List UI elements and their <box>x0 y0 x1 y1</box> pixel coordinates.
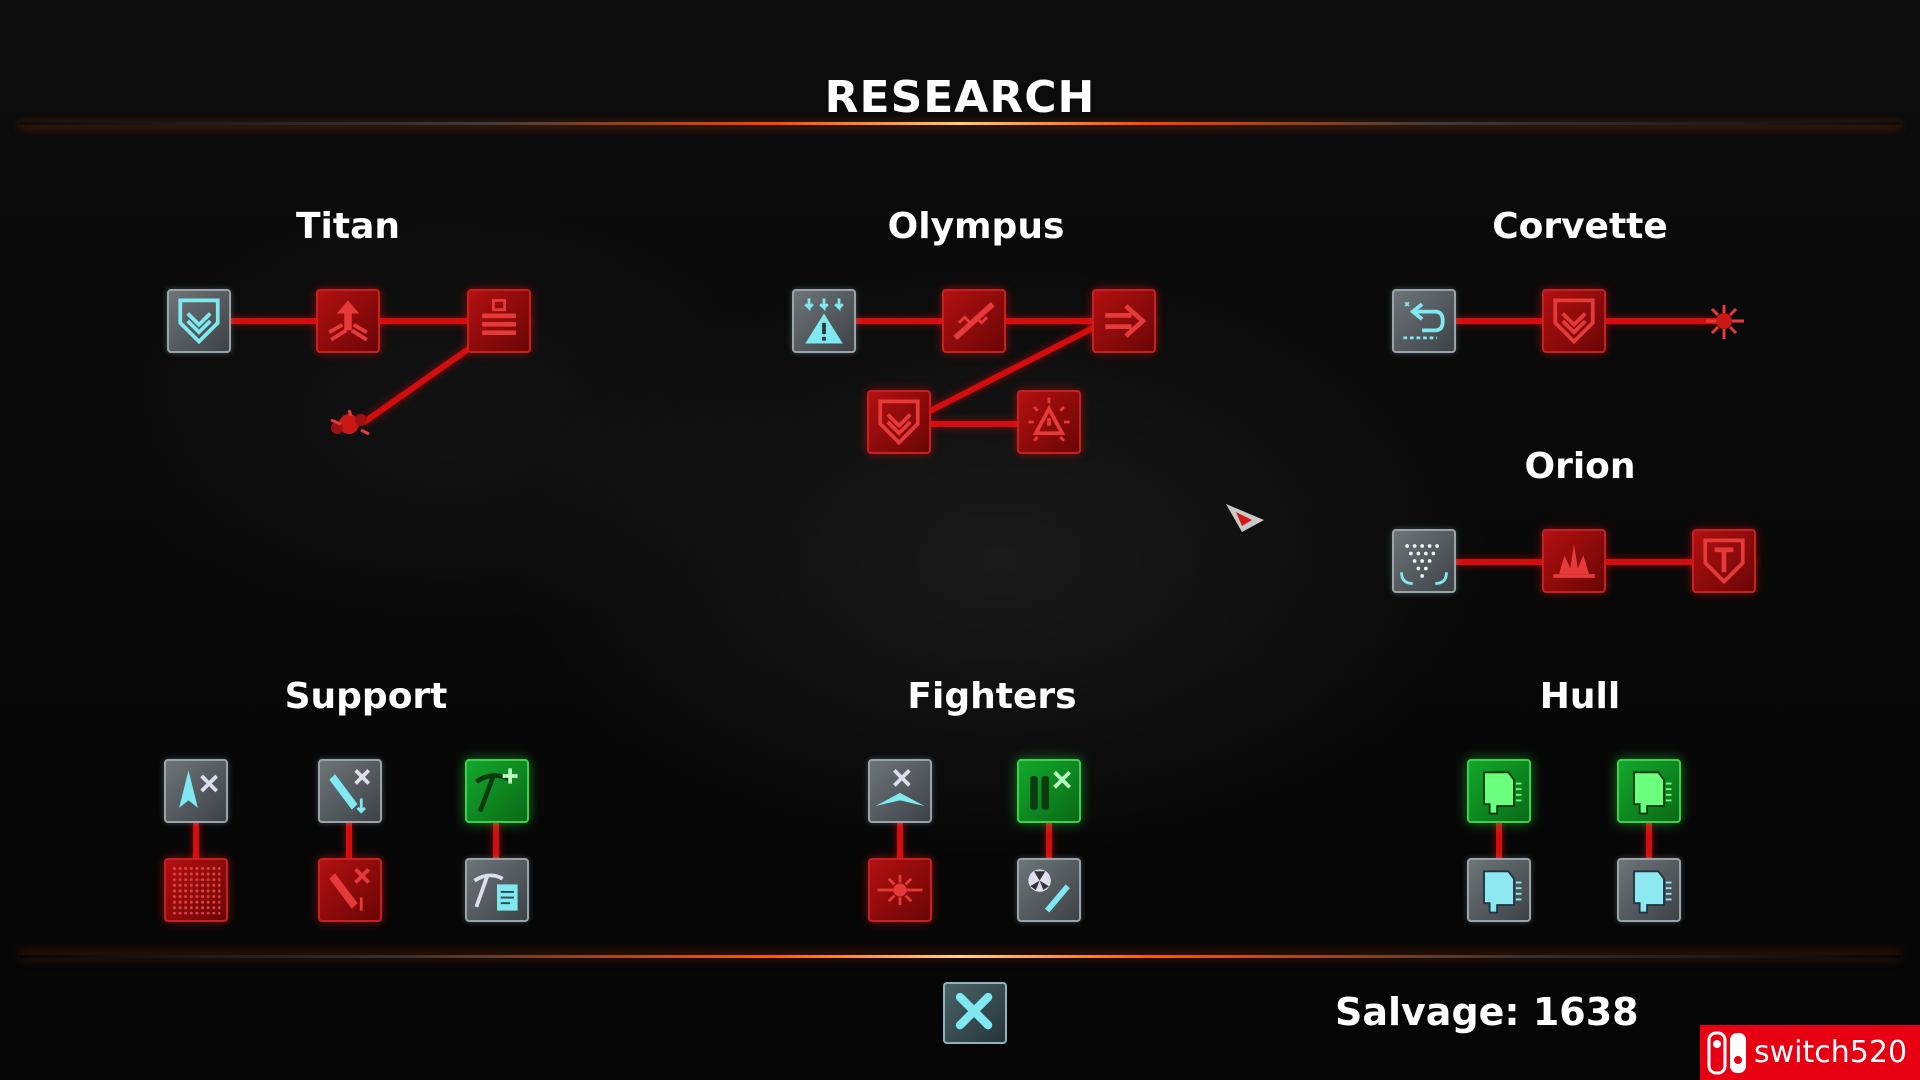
fighters-link-1 <box>897 820 903 860</box>
ship-icon <box>1222 496 1268 536</box>
scatter-shot-icon <box>1400 544 1448 585</box>
missile-swarm-icon <box>328 300 368 342</box>
shield-chevron-icon <box>878 399 920 446</box>
orion-node-1[interactable] <box>1392 529 1456 593</box>
section-title-titan: Titan <box>295 206 401 247</box>
corvette-link-2 <box>1605 318 1725 324</box>
corvette-node-1[interactable] <box>1392 289 1456 353</box>
armor-plating-icon <box>482 298 516 336</box>
titan-node-3[interactable] <box>467 289 531 353</box>
mining-docs-icon <box>473 873 518 911</box>
section-title-support: Support <box>284 676 448 717</box>
bottom-divider <box>20 955 1900 958</box>
missile-burst-icon <box>329 868 371 911</box>
fighters-link-2 <box>1046 820 1052 860</box>
explosion-icon <box>1553 544 1595 578</box>
section-title-hull: Hull <box>1539 676 1621 717</box>
warp-return-icon <box>1403 301 1445 340</box>
support-node-6[interactable] <box>465 858 529 922</box>
fighters-node-2[interactable] <box>1017 759 1081 823</box>
olympus-link-1 <box>855 318 1005 324</box>
page-title: RESEARCH <box>824 72 1096 123</box>
debris-burst-icon <box>330 409 370 436</box>
section-title-fighters: Fighters <box>907 676 1077 717</box>
olympus-node-1[interactable] <box>792 289 856 353</box>
olympus-link-2 <box>1005 318 1155 324</box>
support-node-5[interactable] <box>318 858 382 922</box>
fighters-node-3[interactable] <box>868 858 932 922</box>
titan-node-2[interactable] <box>316 289 380 353</box>
orion-link-1 <box>1455 559 1605 565</box>
olympus-node-4[interactable] <box>867 390 931 454</box>
hull-node-3[interactable] <box>1467 858 1531 922</box>
missile-repair-icon <box>329 769 371 814</box>
watermark-text: switch520 <box>1754 1035 1908 1070</box>
corvette-node-3[interactable] <box>1692 289 1756 353</box>
hull-chip-icon <box>1633 771 1672 815</box>
fighters-node-4[interactable] <box>1017 858 1081 922</box>
debris-burst-icon <box>1706 305 1744 339</box>
bombs-repair-icon <box>1030 770 1071 810</box>
close-button[interactable] <box>943 982 1007 1044</box>
hull-link-2 <box>1646 820 1652 860</box>
hull-chip-icon <box>1483 771 1522 815</box>
titan-link-2 <box>380 318 530 324</box>
section-title-olympus: Olympus <box>887 206 1065 247</box>
corvette-node-2[interactable] <box>1542 289 1606 353</box>
mesh-grid-icon <box>171 865 221 915</box>
hull-node-2[interactable] <box>1617 759 1681 823</box>
support-link-3 <box>493 820 499 860</box>
titan-node-1[interactable] <box>167 289 231 353</box>
shield-chevron-icon <box>178 298 220 345</box>
hull-node-1[interactable] <box>1467 759 1531 823</box>
fighter-repair-icon <box>875 769 925 806</box>
shield-t-icon <box>1703 538 1745 585</box>
switch-logo-icon <box>1707 1031 1746 1074</box>
support-node-4[interactable] <box>164 858 228 922</box>
drone-repair-icon <box>179 770 218 808</box>
nuke-missile-icon <box>1028 869 1070 913</box>
section-title-corvette: Corvette <box>1492 206 1668 247</box>
hull-chip-icon <box>1483 870 1522 914</box>
alert-burst-icon <box>1028 397 1070 442</box>
railgun-icon <box>953 302 995 340</box>
shield-chevron-icon <box>1553 298 1595 345</box>
warning-drop-icon <box>804 298 844 344</box>
support-link-1 <box>193 820 199 860</box>
olympus-node-5[interactable] <box>1017 390 1081 454</box>
titan-node-4[interactable] <box>317 390 381 454</box>
laser-burst-icon <box>877 875 923 905</box>
close-x-icon <box>955 992 993 1030</box>
titan-link-1 <box>230 318 380 324</box>
corvette-link-1 <box>1455 318 1605 324</box>
top-divider <box>20 122 1900 125</box>
support-node-3[interactable] <box>465 759 529 823</box>
support-node-1[interactable] <box>164 759 228 823</box>
hull-node-4[interactable] <box>1617 858 1681 922</box>
olympus-node-3[interactable] <box>1092 289 1156 353</box>
salvage-counter: Salvage: 1638 <box>1335 990 1639 1034</box>
hull-link-1 <box>1496 820 1502 860</box>
orion-node-2[interactable] <box>1542 529 1606 593</box>
olympus-node-2[interactable] <box>942 289 1006 353</box>
section-title-orion: Orion <box>1524 446 1636 487</box>
olympus-link-4 <box>928 421 1044 427</box>
orion-link-2 <box>1605 559 1755 565</box>
fighters-node-1[interactable] <box>868 759 932 823</box>
support-node-2[interactable] <box>318 759 382 823</box>
watermark-logo: switch520 <box>1700 1025 1920 1080</box>
hull-chip-icon <box>1633 870 1672 914</box>
support-link-2 <box>346 820 352 860</box>
orion-node-3[interactable] <box>1692 529 1756 593</box>
mining-plus-icon <box>475 768 518 813</box>
double-arrow-icon <box>1105 304 1147 338</box>
